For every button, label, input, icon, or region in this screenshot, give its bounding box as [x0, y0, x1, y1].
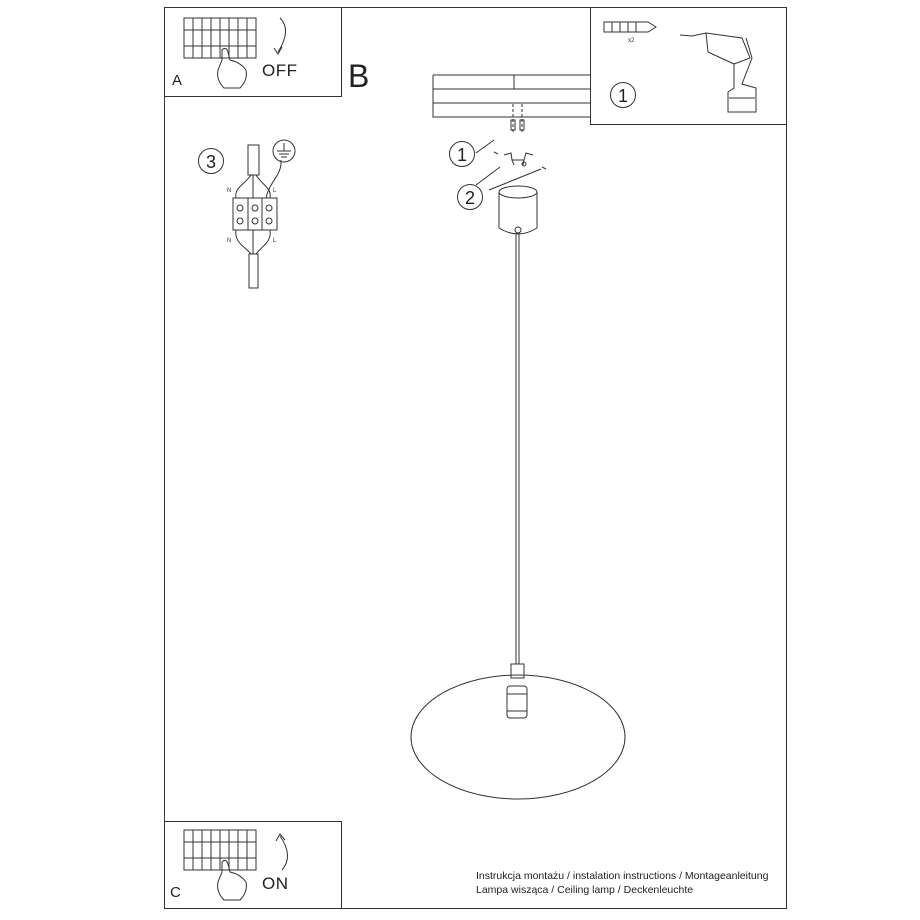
switchboard-c-icon [183, 829, 288, 901]
callout-mount-bracket: 2 [457, 184, 483, 210]
hand-a-icon [217, 47, 247, 89]
screw-right [519, 119, 525, 131]
panel-b-letter: B [348, 58, 370, 94]
screw-pair [512, 104, 523, 134]
switchboard-a-icon [183, 17, 286, 89]
arrow-up-icon [279, 835, 288, 871]
switch-on-label: ON [262, 874, 289, 893]
wire-live-top: L [273, 188, 277, 194]
screw-left [510, 119, 516, 131]
wire-neutral-bottom: N [227, 238, 232, 244]
footer-line-1: Instrukcja montażu / instalation instruc… [476, 870, 769, 882]
bracket-screws [493, 151, 547, 170]
wire-neutral-top: N [227, 188, 232, 194]
leader-1 [475, 139, 495, 154]
wiring-diagram [232, 139, 296, 289]
canopy [498, 185, 538, 235]
anchor-quantity: x2 [628, 38, 635, 44]
switch-off-label: OFF [262, 61, 298, 80]
panel-c-letter: C [170, 884, 181, 901]
footer-line-2: Lampa wisząca / Ceiling lamp / Deckenleu… [476, 884, 694, 896]
lamp-shade [410, 674, 626, 800]
cord-grip [510, 663, 525, 679]
callout-mount-screws: 1 [449, 141, 475, 167]
hand-c-icon [217, 859, 247, 901]
arrow-down-icon [277, 17, 286, 53]
callout-wiring: 3 [198, 148, 224, 174]
wire-live-bottom: L [273, 238, 277, 244]
wall-anchor-icon [603, 21, 657, 33]
leader-2a [475, 166, 501, 186]
panel-c [164, 821, 342, 909]
panel-a [164, 7, 342, 97]
ceiling-slab [432, 74, 592, 118]
panel-a-letter: A [172, 72, 183, 89]
leader-2b [488, 168, 542, 191]
mounting-bracket [503, 152, 534, 167]
drawing-frame [164, 7, 787, 909]
drill-icon [679, 32, 757, 113]
callout-drill-step: 1 [610, 82, 636, 108]
lamp-socket [506, 685, 528, 719]
